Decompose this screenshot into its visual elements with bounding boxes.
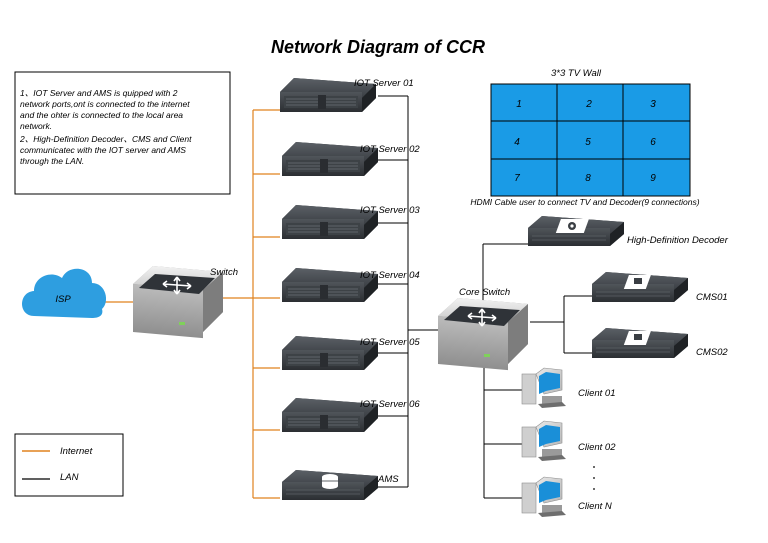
iot-server-01-label: IOT Server 01 [354,78,414,89]
note-line: communicatec with the IOT server and AMS [20,145,186,155]
database-icon [322,474,338,489]
iot-server-02-label: IOT Server 02 [360,144,420,155]
client-01-label: Client 01 [578,388,616,399]
legend-lan-label: LAN [60,472,79,483]
tv-cell-3: 3 [650,99,656,110]
iot-server-03-label: IOT Server 03 [360,205,420,216]
lan-wires [378,95,592,499]
tv-cell-1: 1 [516,99,522,110]
iot-server-06-label: IOT Server 06 [360,399,420,410]
tv-cell-9: 9 [650,173,656,184]
ams-label: AMS [377,474,399,485]
ams-device [281,469,379,501]
note-line: 2、High-Definition Decoder、CMS and Client [19,134,192,144]
tv-cell-2: 2 [585,99,592,110]
tv-cell-4: 4 [514,137,520,148]
legend: Internet LAN [14,433,124,497]
isp-cloud: ISP [22,268,107,318]
decoder-icon [555,219,589,233]
client-02-label: Client 02 [578,442,616,453]
tv-cell-5: 5 [585,137,591,148]
iot-server-05-label: IOT Server 05 [360,337,420,348]
legend-internet-label: Internet [60,446,93,457]
cms-icon [623,275,651,289]
note-line: network. [20,121,52,131]
diagram-title: Network Diagram of CCR [271,37,485,57]
client-n-label: Client N [578,501,612,512]
cms01-label: CMS01 [696,292,728,303]
core-switch-label: Core Switch [459,287,510,298]
cms02-label: CMS02 [696,347,728,358]
client-n-pc [521,476,567,518]
cms02-device [591,327,689,359]
tv-wall-caption: HDMI Cable user to connect TV and Decode… [470,197,699,207]
note-line: and the ohter is connected to the local … [20,110,183,120]
hd-decoder-label: High-Definition Decoder [627,235,729,246]
cms-icon [623,331,651,345]
note-line: 1、IOT Server and AMS is quipped with 2 [20,88,178,98]
ellipsis-dots [593,466,595,490]
internet-wires [104,109,280,499]
switch-label: Switch [210,267,238,278]
tv-wall: 3*3 TV Wall 1 2 3 4 5 6 7 8 9 HDMI Cable… [470,68,699,207]
note-line: network ports,ont is connected to the in… [20,99,190,109]
tv-wall-title: 3*3 TV Wall [551,68,602,79]
tv-cell-6: 6 [650,137,656,148]
client-02-pc [521,420,567,462]
hd-decoder-device [527,215,625,247]
tv-cell-8: 8 [585,173,591,184]
cms01-device [591,271,689,303]
core-switch-device [437,297,529,371]
svg-text:1、IOT Server and AMS is quippe: 1、IOT Server and AMS is quipped with 2ne… [19,88,192,166]
iot-server-04-label: IOT Server 04 [360,270,420,281]
tv-cell-7: 7 [514,173,520,184]
isp-label: ISP [55,294,71,305]
note-line: through the LAN. [20,156,84,166]
client-01-pc [521,367,567,409]
